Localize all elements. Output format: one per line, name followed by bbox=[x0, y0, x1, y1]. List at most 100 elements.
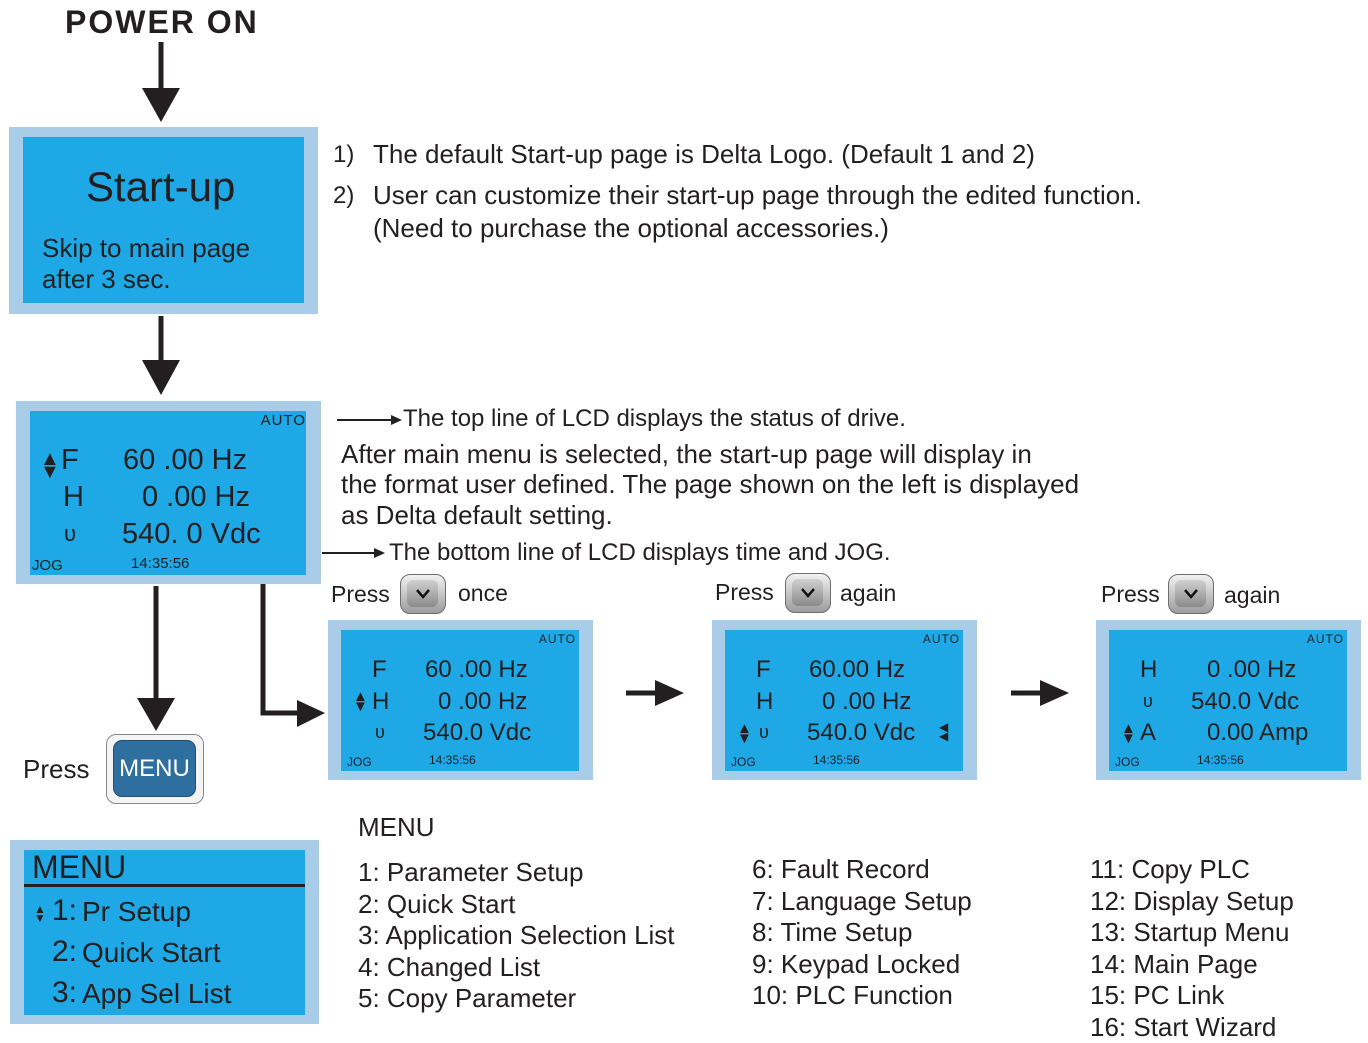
press-label-1: Press bbox=[331, 581, 390, 608]
main-row2-label: H bbox=[63, 481, 84, 514]
chevron-down-icon bbox=[1175, 580, 1206, 607]
menu-list-item: 8: Time Setup bbox=[752, 917, 972, 949]
lcd1-row2-label: H bbox=[372, 688, 389, 716]
note-after-1: After main menu is selected, the start-u… bbox=[341, 439, 1032, 470]
press-label-2: Press bbox=[715, 579, 774, 606]
lcd3-row1-label: H bbox=[1140, 656, 1157, 684]
lcd2-row3-value: 540.0 Vdc bbox=[807, 719, 915, 747]
lcd3-jog: JOG bbox=[1115, 755, 1140, 769]
note-bottom-line: The bottom line of LCD displays time and… bbox=[389, 539, 891, 567]
lcd3-auto: AUTO bbox=[1307, 632, 1344, 646]
lcd-step-3-frame: AUTO H 0 .00 Hz υ 540.0 Vdc ▲▼ A 0.00 Am… bbox=[1096, 620, 1361, 780]
main-row1-label: F bbox=[61, 444, 79, 477]
menu-item-1-label: Pr Setup bbox=[82, 896, 191, 928]
lcd3-row2-label: υ bbox=[1143, 691, 1153, 712]
menu-item-2-label: Quick Start bbox=[82, 937, 220, 969]
lcd-step-2: AUTO F 60.00 Hz H 0 .00 Hz ▲▼ υ 540.0 Vd… bbox=[725, 630, 963, 771]
menu-list-col-3: 11: Copy PLC 12: Display Setup 13: Start… bbox=[1090, 854, 1294, 1043]
updown-icon-lower: ▼ bbox=[40, 461, 60, 484]
down-key-1[interactable] bbox=[400, 574, 446, 614]
menu-list-item: 9: Keypad Locked bbox=[752, 949, 972, 981]
menu-list-item: 14: Main Page bbox=[1090, 949, 1294, 981]
menu-item-2-num: 2: bbox=[52, 935, 77, 969]
menu-list-item: 2: Quick Start bbox=[358, 889, 675, 921]
startup-line2: after 3 sec. bbox=[42, 264, 171, 295]
menu-list-item: 1: Parameter Setup bbox=[358, 857, 675, 889]
note-after-3: as Delta default setting. bbox=[341, 500, 613, 531]
main-row1-value: 60 .00 Hz bbox=[123, 444, 247, 477]
lcd3-time: 14:35:56 bbox=[1197, 753, 1244, 767]
updown-icon: ▲▼ bbox=[353, 692, 368, 712]
power-on-label: POWER ON bbox=[65, 4, 259, 41]
menu-list-item: 10: PLC Function bbox=[752, 980, 972, 1012]
menu-list-item: 7: Language Setup bbox=[752, 886, 972, 918]
lcd3-row3-label: A bbox=[1140, 719, 1156, 747]
updown-icon: ▲▼ bbox=[737, 724, 752, 744]
lcd2-row3-label: υ bbox=[759, 722, 769, 743]
main-lcd: AUTO ▲ ▼ F 60 .00 Hz H 0 .00 Hz υ 540. 0… bbox=[30, 411, 306, 575]
menu-list-item: 6: Fault Record bbox=[752, 854, 972, 886]
menu-list-item: 4: Changed List bbox=[358, 952, 675, 984]
lcd1-auto: AUTO bbox=[539, 632, 576, 646]
menu-list-item: 16: Start Wizard bbox=[1090, 1012, 1294, 1043]
note-top-line: The top line of LCD displays the status … bbox=[403, 405, 906, 433]
arrow-main-to-menu-head bbox=[137, 698, 175, 731]
note-2a: User can customize their start-up page t… bbox=[373, 180, 1142, 211]
menu-item-3-label: App Sel List bbox=[82, 978, 231, 1010]
lcd2-time: 14:35:56 bbox=[813, 753, 860, 767]
lcd1-row1-label: F bbox=[372, 656, 387, 684]
menu-lcd-frame: MENU ▲▼ 1: Pr Setup 2: Quick Start 3: Ap… bbox=[10, 840, 319, 1024]
note-2b: (Need to purchase the optional accessori… bbox=[373, 213, 889, 244]
startup-lcd: Start-up Skip to main page after 3 sec. bbox=[23, 137, 304, 303]
arrow-main-to-lcd1 bbox=[263, 584, 300, 713]
lcd1-time: 14:35:56 bbox=[429, 753, 476, 767]
press-suffix-2: again bbox=[840, 580, 896, 607]
menu-list-item: 12: Display Setup bbox=[1090, 886, 1294, 918]
down-key-2[interactable] bbox=[785, 573, 831, 613]
lcd-step-2-frame: AUTO F 60.00 Hz H 0 .00 Hz ▲▼ υ 540.0 Vd… bbox=[712, 620, 977, 780]
press-menu-label: Press bbox=[23, 754, 89, 785]
arrow-power-to-startup-head bbox=[142, 88, 180, 122]
updown-icon: ▲▼ bbox=[1121, 724, 1136, 744]
lcd1-row3-value: 540.0 Vdc bbox=[423, 719, 531, 747]
down-key-3[interactable] bbox=[1168, 574, 1214, 614]
note-2-number: 2) bbox=[333, 182, 354, 210]
lcd2-row1-label: F bbox=[756, 656, 771, 684]
arrow-lcd1-to-lcd2-head bbox=[655, 680, 684, 706]
main-lcd-frame: AUTO ▲ ▼ F 60 .00 Hz H 0 .00 Hz υ 540. 0… bbox=[16, 401, 321, 584]
startup-line1: Skip to main page bbox=[42, 233, 250, 264]
menu-list-item: 5: Copy Parameter bbox=[358, 983, 675, 1015]
lcd-step-1: AUTO F 60 .00 Hz ▲▼ H 0 .00 Hz υ 540.0 V… bbox=[341, 630, 579, 771]
main-auto-status: AUTO bbox=[261, 412, 306, 429]
note-after-2: the format user defined. The page shown … bbox=[341, 469, 1079, 500]
scroll-more-icon: ◀◀ bbox=[939, 723, 948, 741]
press-suffix-3: again bbox=[1224, 582, 1280, 609]
menu-list-item: 13: Startup Menu bbox=[1090, 917, 1294, 949]
menu-list-item: 15: PC Link bbox=[1090, 980, 1294, 1012]
main-jog: JOG bbox=[32, 557, 63, 574]
menu-lcd: MENU ▲▼ 1: Pr Setup 2: Quick Start 3: Ap… bbox=[24, 850, 305, 1015]
main-row3-value: 540. 0 Vdc bbox=[122, 518, 261, 551]
pointer-bottom-line-head bbox=[374, 548, 385, 558]
lcd2-row1-value: 60.00 Hz bbox=[809, 656, 905, 684]
menu-lcd-divider bbox=[24, 884, 305, 887]
chevron-down-icon bbox=[792, 579, 823, 606]
startup-title: Start-up bbox=[86, 163, 235, 211]
menu-item-3-num: 3: bbox=[52, 976, 77, 1010]
lcd3-row1-value: 0 .00 Hz bbox=[1207, 656, 1296, 684]
pointer-top-line-head bbox=[391, 415, 402, 425]
menu-list-item: 11: Copy PLC bbox=[1090, 854, 1294, 886]
arrow-lcd2-to-lcd3-head bbox=[1040, 680, 1069, 706]
lcd3-row2-value: 540.0 Vdc bbox=[1191, 688, 1299, 716]
menu-list-heading: MENU bbox=[358, 812, 435, 843]
menu-button[interactable]: MENU bbox=[113, 740, 196, 797]
lcd2-auto: AUTO bbox=[923, 632, 960, 646]
arrow-startup-to-main-head bbox=[142, 360, 180, 395]
main-row3-label: υ bbox=[64, 521, 76, 547]
startup-lcd-frame: Start-up Skip to main page after 3 sec. bbox=[9, 127, 318, 314]
main-row2-value: 0 .00 Hz bbox=[142, 481, 250, 514]
lcd1-row1-value: 60 .00 Hz bbox=[425, 656, 528, 684]
lcd2-row2-value: 0 .00 Hz bbox=[822, 688, 911, 716]
menu-list-col-2: 6: Fault Record 7: Language Setup 8: Tim… bbox=[752, 854, 972, 1012]
menu-lcd-title: MENU bbox=[32, 850, 126, 886]
